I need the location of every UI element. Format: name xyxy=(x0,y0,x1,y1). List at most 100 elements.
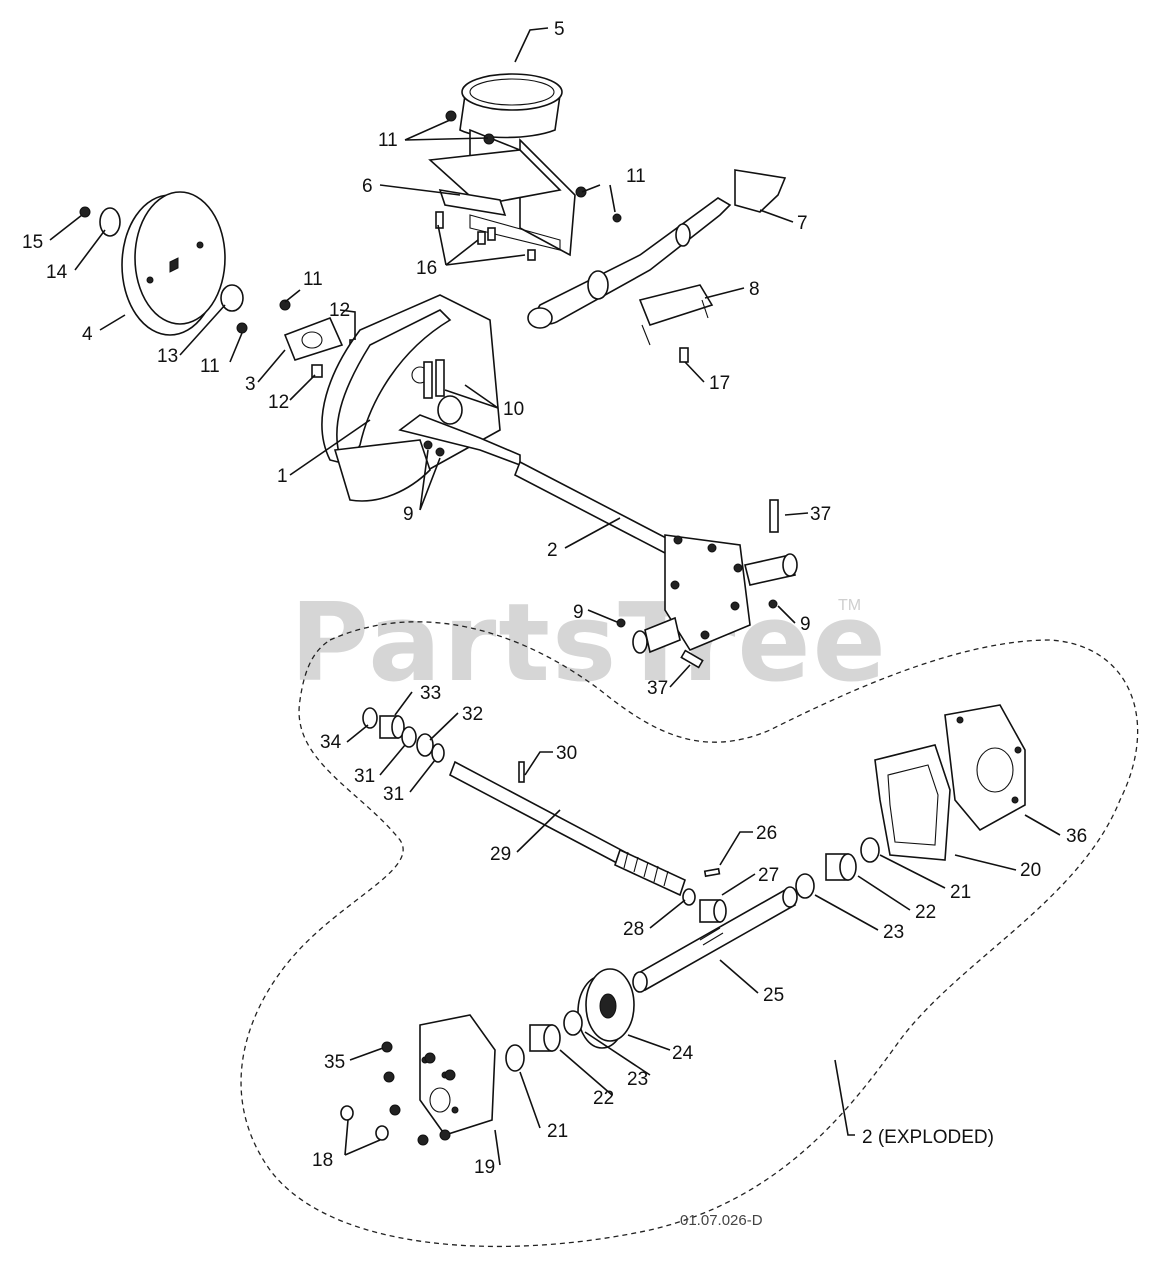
callout-label: 8 xyxy=(749,279,760,300)
nut-part[interactable] xyxy=(79,206,91,218)
callout-label: 23 xyxy=(627,1069,648,1090)
nut-part[interactable] xyxy=(279,299,291,311)
callout-label: 16 xyxy=(416,258,437,279)
nut-part[interactable] xyxy=(575,186,587,198)
watermark-brand: PartsTree xyxy=(290,581,888,706)
bolt-part[interactable] xyxy=(311,364,323,378)
gearbox-housing-part[interactable] xyxy=(419,1014,496,1136)
washer-part[interactable] xyxy=(99,207,121,237)
callout-label: 36 xyxy=(1066,826,1087,847)
chute-base-plate-part[interactable] xyxy=(428,149,562,251)
callout-label: 32 xyxy=(462,704,483,725)
gasket-part[interactable] xyxy=(874,744,951,861)
exploded-view-boundary xyxy=(240,621,1139,1248)
callout-label: 35 xyxy=(324,1052,345,1073)
callout-label: 37 xyxy=(810,504,831,525)
key-part[interactable] xyxy=(518,761,525,783)
worm-shaft-part[interactable] xyxy=(448,760,686,897)
nut-part[interactable] xyxy=(435,447,445,457)
callout-label: 34 xyxy=(320,732,342,753)
seal-ring-part[interactable] xyxy=(416,733,434,757)
callout-label: 30 xyxy=(556,743,577,764)
gearbox-cover-part[interactable] xyxy=(944,704,1026,832)
chute-bolts[interactable] xyxy=(435,211,536,261)
callout-label: 27 xyxy=(758,865,779,886)
callout-label: 22 xyxy=(915,902,936,923)
bushing-part[interactable] xyxy=(379,715,405,739)
callout-label: 2 xyxy=(547,540,558,561)
bolt-part[interactable] xyxy=(769,499,779,533)
nut-part[interactable] xyxy=(612,213,622,223)
crank-handle-part[interactable] xyxy=(527,169,787,329)
callout-label: 11 xyxy=(303,269,323,290)
bearing-flange-part[interactable] xyxy=(283,316,344,361)
callout-label: 13 xyxy=(157,346,178,367)
seal-ring-part[interactable] xyxy=(505,1044,525,1072)
callout-label: 11 xyxy=(200,356,220,377)
pin-part[interactable] xyxy=(375,1125,389,1141)
callout-label: 25 xyxy=(763,985,784,1006)
nut-part[interactable] xyxy=(768,599,778,609)
screws-group[interactable] xyxy=(381,1041,456,1146)
flange-bushing-part[interactable] xyxy=(825,853,857,881)
callout-labels: 5 11 6 11 7 8 17 16 15 14 4 13 11 11 3 1… xyxy=(22,19,1087,1229)
callout-label: 26 xyxy=(756,823,777,844)
callout-label: 17 xyxy=(709,373,730,394)
callout-label: 10 xyxy=(503,399,524,420)
nut-part[interactable] xyxy=(445,110,457,122)
screw-part[interactable] xyxy=(679,347,689,363)
crank-bracket-part[interactable] xyxy=(638,284,714,346)
washer-part[interactable] xyxy=(682,888,696,906)
callout-label: 33 xyxy=(420,683,441,704)
leader-lines xyxy=(49,27,1061,1166)
bolt-part[interactable] xyxy=(435,359,445,397)
callout-label: 23 xyxy=(883,922,904,943)
washer-part[interactable] xyxy=(362,707,378,729)
callout-label: 21 xyxy=(950,882,971,903)
callout-label: 22 xyxy=(593,1088,614,1109)
callout-label: 28 xyxy=(623,919,644,940)
washer-part[interactable] xyxy=(795,873,815,899)
callout-label: 37 xyxy=(647,678,668,699)
auger-housing-part[interactable] xyxy=(321,294,521,502)
worm-gear-part[interactable] xyxy=(577,968,635,1049)
bearing-part[interactable] xyxy=(220,284,244,312)
callout-label: 9 xyxy=(573,602,584,623)
flange-bushing-part[interactable] xyxy=(529,1024,561,1052)
nut-part[interactable] xyxy=(236,322,248,334)
pin-part[interactable] xyxy=(340,1105,354,1121)
bolt-part[interactable] xyxy=(680,649,704,669)
nut-part[interactable] xyxy=(423,440,433,450)
pin-part[interactable] xyxy=(703,867,721,878)
diagram-code: 01.07.026-D xyxy=(680,1212,763,1229)
callout-label: 14 xyxy=(46,262,68,283)
callout-label: 31 xyxy=(354,766,375,787)
spacer-part[interactable] xyxy=(699,899,727,923)
callout-label: 19 xyxy=(474,1157,495,1178)
callout-label: 9 xyxy=(800,614,811,635)
callout-label: 29 xyxy=(490,844,511,865)
callout-label: 11 xyxy=(626,166,646,187)
callout-label: 6 xyxy=(362,176,373,197)
seal-ring-part[interactable] xyxy=(860,837,880,863)
callout-label: 15 xyxy=(22,232,43,253)
pulley-part[interactable] xyxy=(121,191,226,336)
washer-part[interactable] xyxy=(431,743,445,763)
callout-label: 3 xyxy=(245,374,256,395)
output-shaft-part[interactable] xyxy=(632,886,798,993)
exploded-label: 2 (EXPLODED) xyxy=(862,1127,994,1148)
auger-shaft-part[interactable] xyxy=(513,460,798,654)
callout-label: 5 xyxy=(554,19,565,40)
washer-part[interactable] xyxy=(563,1010,583,1036)
nut-part[interactable] xyxy=(483,133,495,145)
callout-label: 7 xyxy=(797,213,808,234)
callout-label: 24 xyxy=(672,1043,694,1064)
bolt-part[interactable] xyxy=(423,361,433,399)
callout-label: 9 xyxy=(403,504,414,525)
callout-label: 18 xyxy=(312,1150,333,1171)
washer-part[interactable] xyxy=(401,726,417,748)
nut-part[interactable] xyxy=(616,618,626,628)
callout-label: 4 xyxy=(82,324,93,345)
callout-label: 31 xyxy=(383,784,404,805)
